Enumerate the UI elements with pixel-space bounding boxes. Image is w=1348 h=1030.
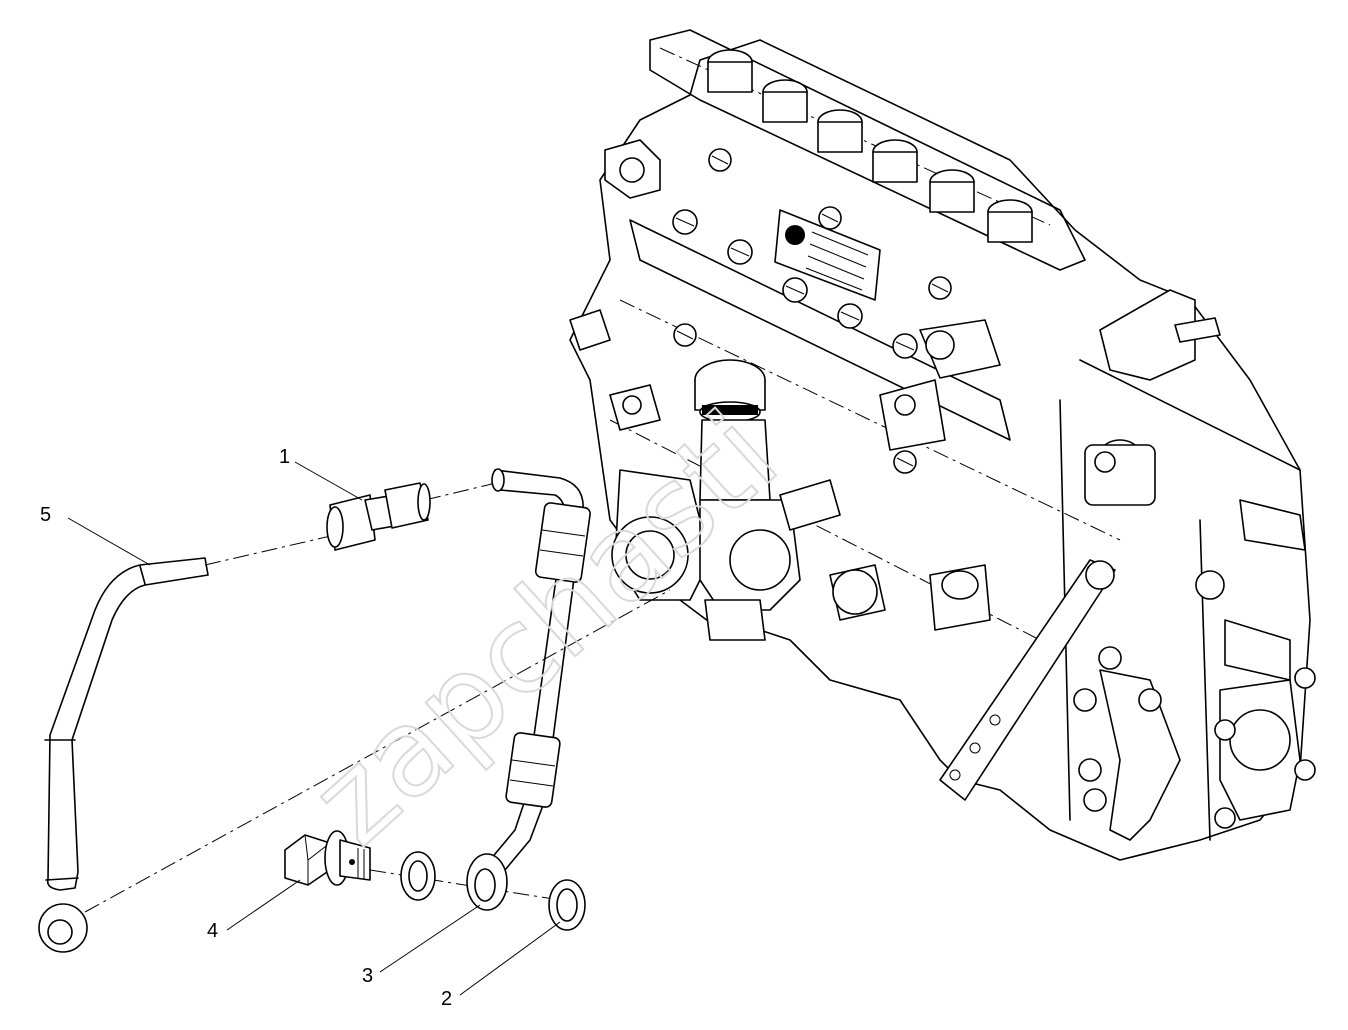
callout-2: 2 [441, 988, 452, 1010]
part-2-sealing-washer [548, 879, 586, 931]
part-1-connector [326, 482, 431, 551]
fuel-injection-pump [569, 29, 1316, 861]
governor-housing [1084, 289, 1316, 829]
nameplate [774, 209, 881, 301]
callout-3: 3 [362, 965, 373, 987]
sealing-washer-left [400, 851, 436, 901]
part-3-fuel-pipe [466, 468, 591, 911]
delivery-valve-caps [707, 49, 1033, 243]
callout-5: 5 [40, 504, 51, 526]
stop-lever-bracket [1073, 646, 1181, 841]
body-screws [672, 148, 952, 474]
hand-primer-pump [611, 359, 841, 641]
lower-plugs [609, 319, 1001, 631]
callout-leaders [67, 461, 561, 996]
part-5-fuel-pipe [38, 557, 209, 953]
callout-4: 4 [207, 920, 218, 942]
part-4-banjo-bolt [284, 830, 371, 886]
throttle-lever [939, 559, 1116, 801]
callout-1: 1 [279, 446, 290, 468]
